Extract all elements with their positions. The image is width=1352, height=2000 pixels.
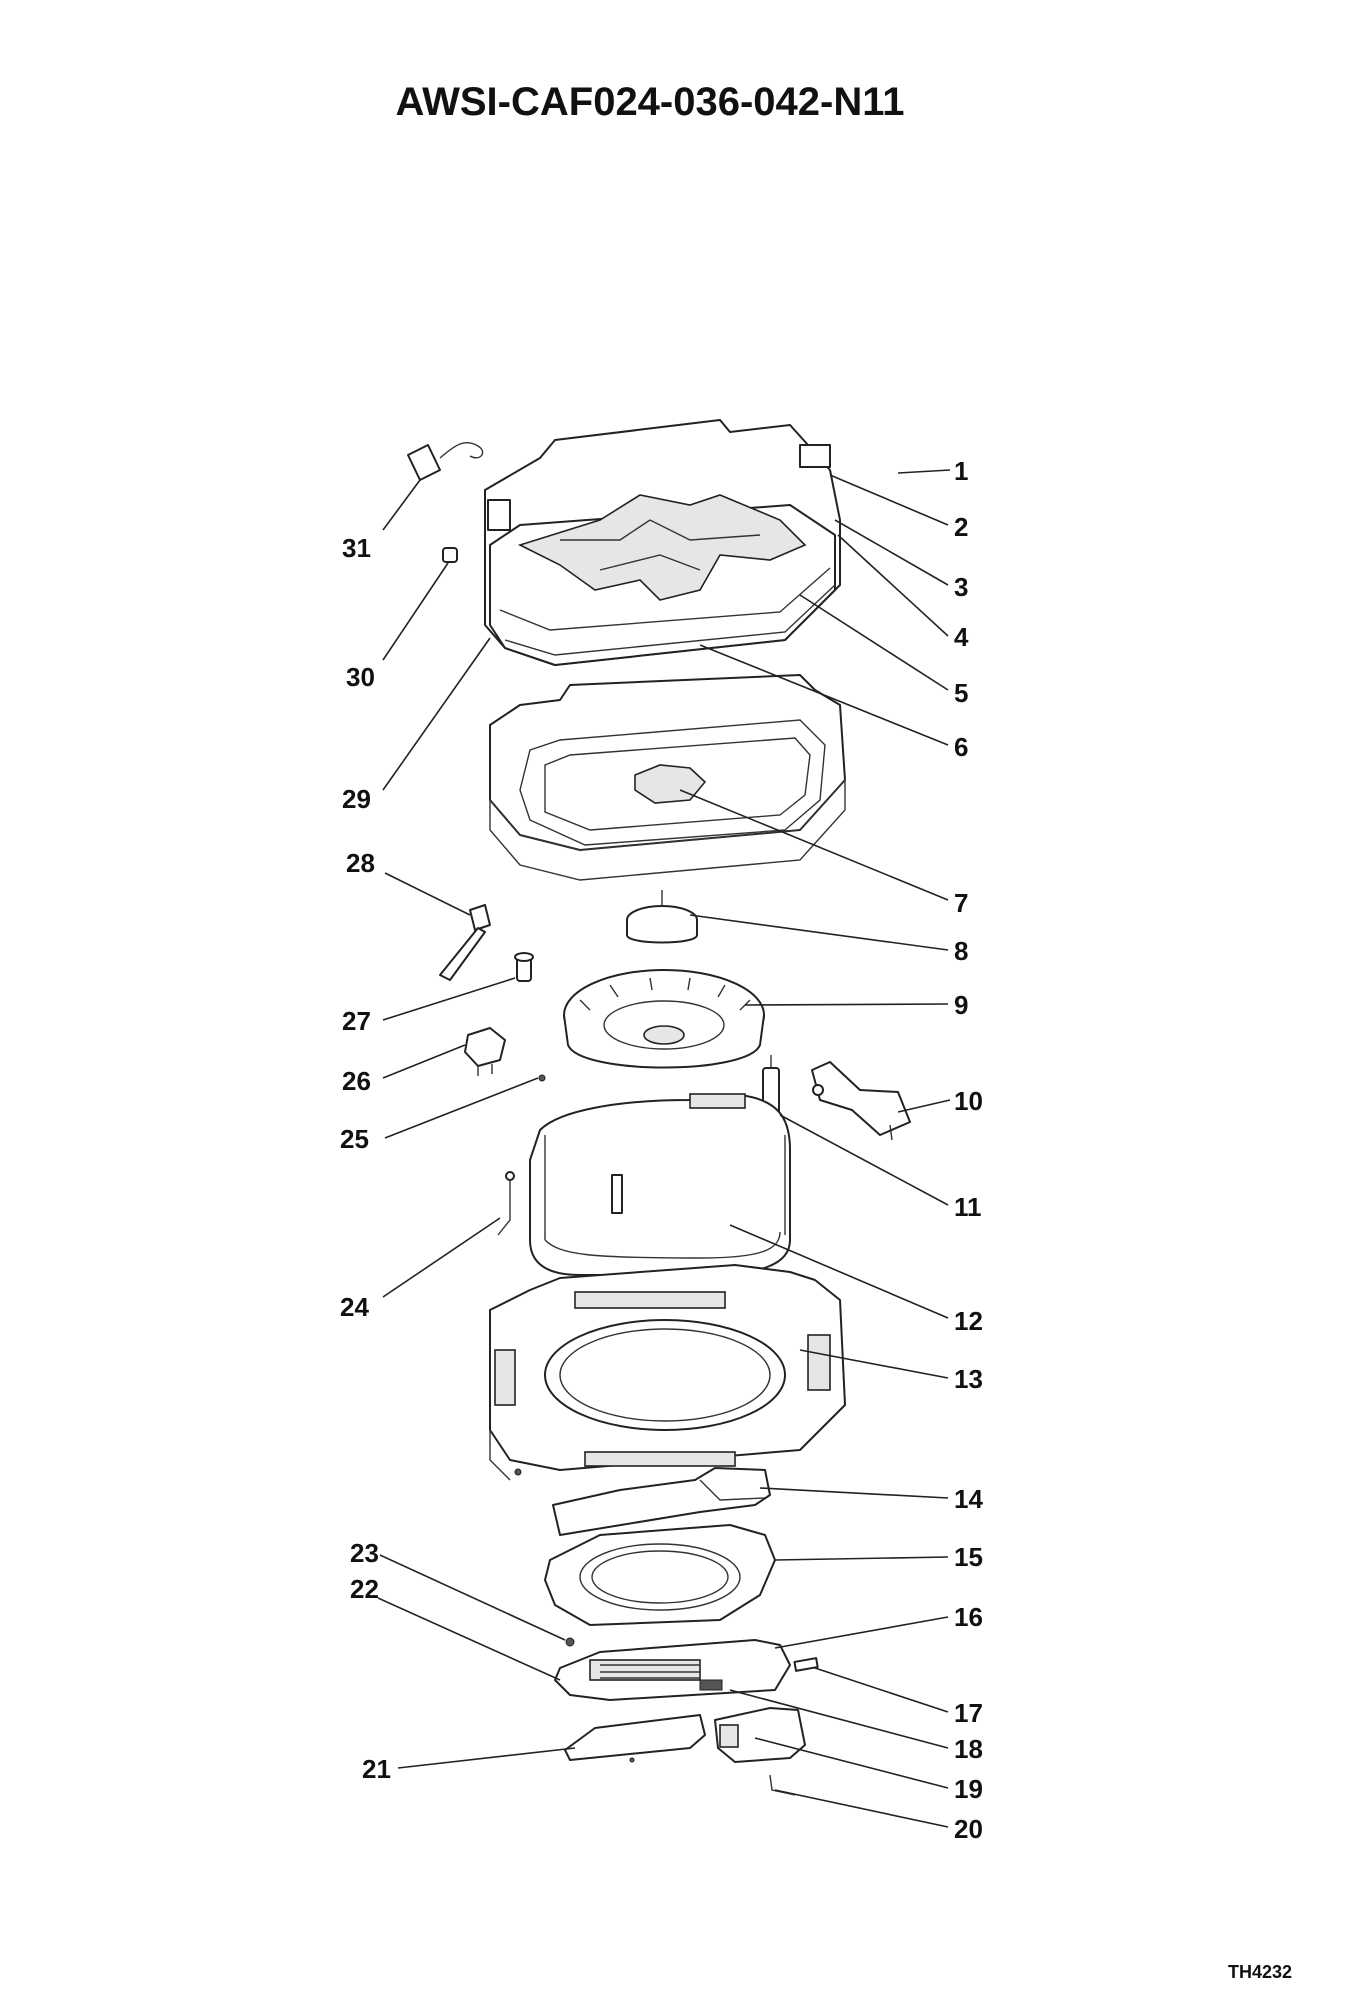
parts-illustration: [407, 419, 911, 1796]
reference-code: TH4232: [1228, 1962, 1292, 1982]
document-title: AWSI-CAF024-036-042-N11: [395, 80, 904, 124]
chassis-part: [489, 1264, 846, 1481]
sensor-rod-part: [497, 1171, 515, 1236]
drain-plug-part: [514, 952, 534, 982]
side-panel-part: [564, 1714, 706, 1763]
callout-4: 4: [954, 622, 969, 652]
fan-motor-part: [626, 890, 698, 944]
front-grille-strip-part: [552, 1467, 771, 1536]
drain-pan-part: [489, 674, 846, 881]
control-box-part: [407, 441, 484, 481]
callout-2: 2: [954, 512, 968, 542]
fan-wheel-part: [563, 969, 765, 1069]
callout-17: 17: [954, 1698, 983, 1728]
clip-part: [793, 1657, 819, 1672]
callout-11: 11: [954, 1192, 982, 1222]
callout-25: 25: [340, 1124, 369, 1154]
callout-7: 7: [954, 888, 968, 918]
callout-29: 29: [342, 784, 371, 814]
callout-27: 27: [342, 1006, 371, 1036]
callout-3: 3: [954, 572, 968, 602]
screw-part: [538, 1074, 546, 1082]
callout-21: 21: [362, 1754, 391, 1784]
panel-screw-part: [565, 1637, 575, 1647]
callout-23: 23: [350, 1538, 379, 1568]
callout-5: 5: [954, 678, 968, 708]
top-casing-part: [484, 419, 841, 666]
callout-16: 16: [954, 1602, 983, 1632]
callout-13: 13: [954, 1364, 983, 1394]
callout-28: 28: [346, 848, 375, 878]
callout-1: 1: [954, 456, 968, 486]
leader-lines: [377, 469, 951, 1828]
callout-8: 8: [954, 936, 968, 966]
callout-24: 24: [340, 1292, 369, 1322]
callout-19: 19: [954, 1774, 983, 1804]
callout-15: 15: [954, 1542, 983, 1572]
callout-31: 31: [342, 533, 371, 563]
panel-ring-part: [544, 1524, 776, 1626]
callout-14: 14: [954, 1484, 983, 1514]
pipe-bracket-part: [811, 1061, 911, 1141]
float-switch-part: [439, 904, 491, 981]
display-module-part: [714, 1707, 806, 1763]
callout-18: 18: [954, 1734, 983, 1764]
callout-12: 12: [954, 1306, 983, 1336]
drain-pump-part: [464, 1027, 506, 1076]
cap-part: [442, 547, 458, 563]
heat-exchanger-part: [529, 1093, 791, 1276]
callout-numbers: 1 2 3 4 5 6 7 8 9 10 11 12 13 14 15 16 1…: [340, 456, 983, 1844]
callout-9: 9: [954, 990, 968, 1020]
callout-20: 20: [954, 1814, 983, 1844]
callout-22: 22: [350, 1574, 379, 1604]
callout-6: 6: [954, 732, 968, 762]
callout-30: 30: [346, 662, 375, 692]
callout-10: 10: [954, 1086, 983, 1116]
bottom-grille-part: [554, 1639, 791, 1701]
callout-26: 26: [342, 1066, 371, 1096]
